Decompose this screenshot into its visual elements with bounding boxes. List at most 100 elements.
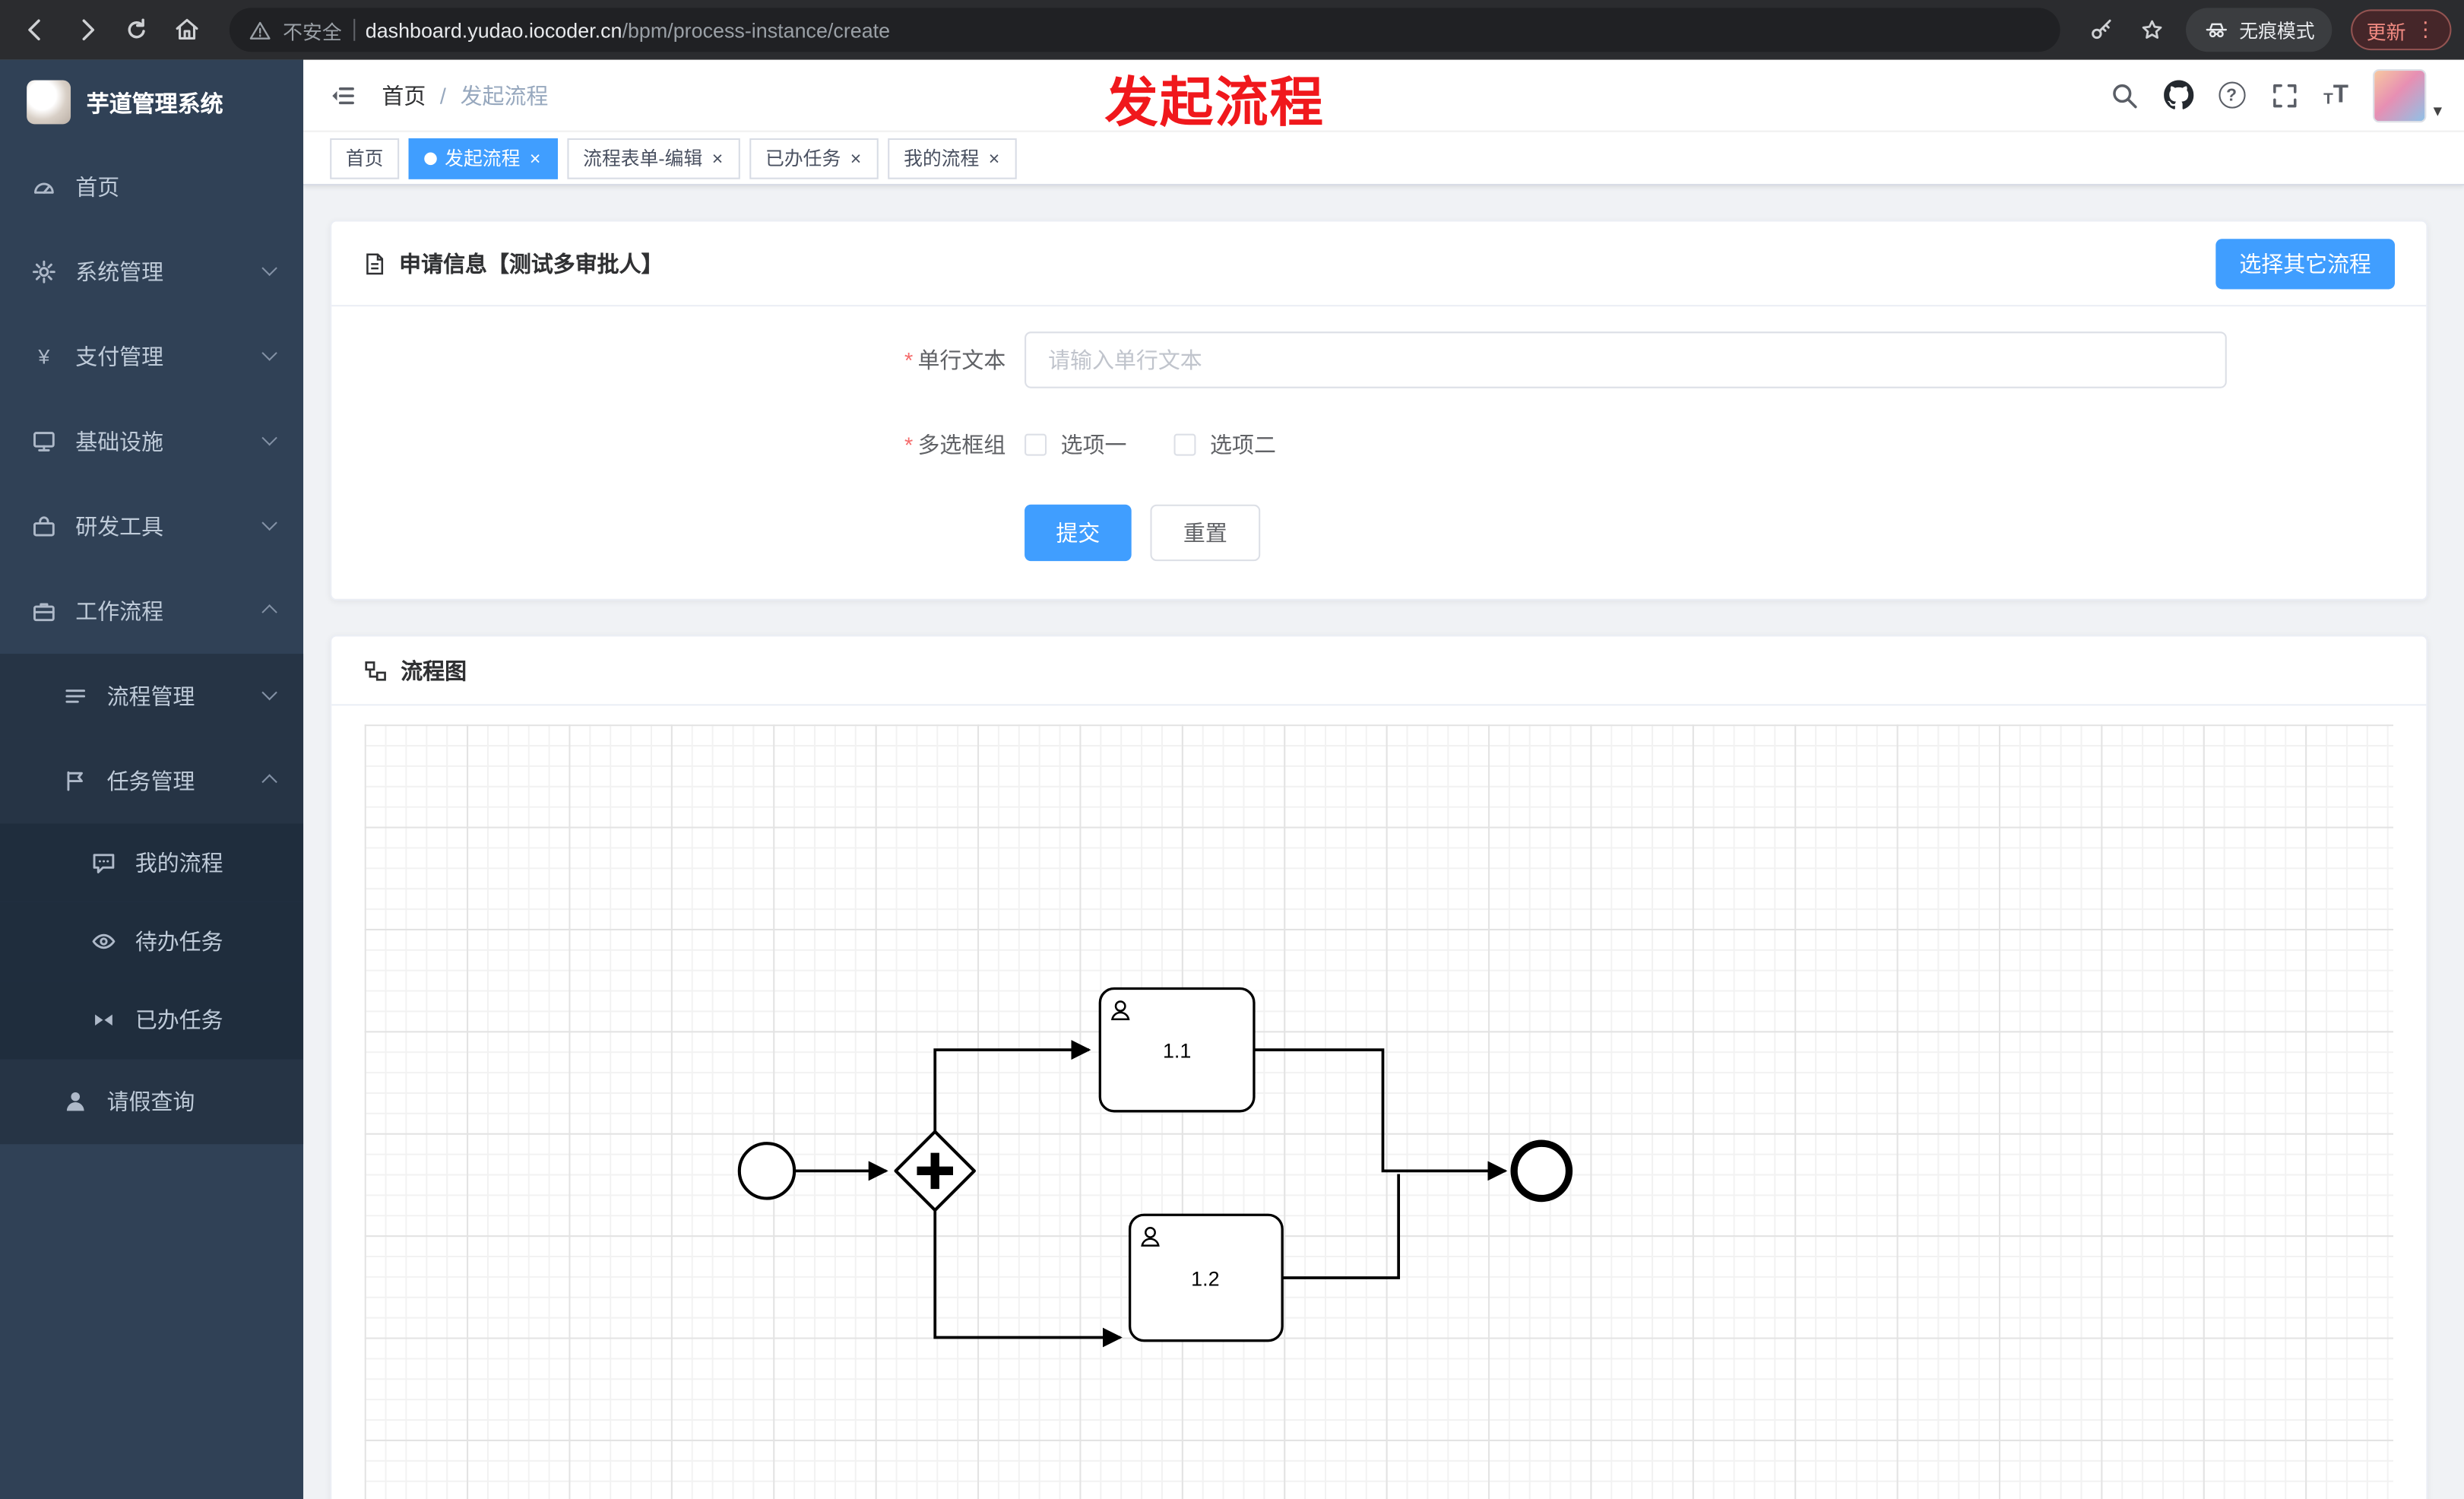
address-bar[interactable]: 不安全 dashboard.yudao.iocoder.cn/bpm/proce… [229, 8, 2060, 52]
diagram-card: 流程图 [330, 635, 2428, 1499]
reset-button[interactable]: 重置 [1150, 504, 1261, 562]
main-content: 申请信息【测试多审批人】 选择其它流程 *单行文本 *多选框组 选项一 选项二 … [303, 185, 2464, 1499]
user-menu[interactable]: ▾ [2374, 68, 2442, 122]
form-card-title: 申请信息【测试多审批人】 [399, 250, 664, 276]
browser-back-button[interactable] [13, 6, 60, 53]
submit-button[interactable]: 提交 [1025, 504, 1132, 562]
chevron-down-icon [261, 429, 277, 445]
browser-reload-button[interactable] [113, 6, 160, 53]
breadcrumb-separator: / [439, 82, 446, 108]
user-icon [66, 1092, 84, 1111]
passkey-button[interactable] [2079, 6, 2126, 53]
chat-bubble-icon [93, 854, 115, 873]
key-icon [2092, 18, 2112, 39]
bpmn-flow [933, 1210, 1123, 1348]
forward-arrow-icon [82, 19, 95, 41]
tags-bar: 首页 发起流程 × 流程表单-编辑 × 已办任务 × 我的流程 × [303, 132, 2464, 185]
incognito-icon [2206, 22, 2227, 37]
sidebar-item-label: 系统管理 [75, 259, 164, 285]
tab-home[interactable]: 首页 [330, 137, 400, 179]
eye-icon [92, 933, 116, 949]
flowchart-icon [365, 661, 386, 680]
sidebar-item-process-mgmt[interactable]: 流程管理 [0, 654, 304, 739]
close-icon[interactable]: × [711, 147, 724, 170]
tab-done-tasks[interactable]: 已办任务 × [749, 137, 879, 179]
sidebar-item-system[interactable]: 系统管理 [0, 230, 303, 315]
logo[interactable]: 芋道管理系统 [0, 60, 303, 145]
security-label: 不安全 [283, 21, 342, 43]
sidebar-item-workflow[interactable]: 工作流程 [0, 569, 303, 654]
single-line-text-input[interactable] [1025, 331, 2227, 388]
chevron-up-icon [261, 773, 277, 789]
sidebar-item-my-process[interactable]: 我的流程 [0, 823, 304, 902]
sidebar-item-todo-tasks[interactable]: 待办任务 [0, 902, 304, 981]
logo-avatar [27, 80, 71, 125]
dashboard-icon [34, 182, 54, 194]
bpmn-canvas[interactable]: 1.1 1.2 [364, 724, 2393, 1499]
checkbox-option-2[interactable]: 选项二 [1173, 429, 1276, 460]
form-card-header: 申请信息【测试多审批人】 选择其它流程 [331, 222, 2427, 307]
bookmark-button[interactable] [2130, 6, 2177, 53]
breadcrumb-current: 发起流程 [460, 82, 549, 108]
field-label-checkbox-group: *多选框组 [904, 432, 1006, 458]
close-icon[interactable]: × [529, 147, 541, 170]
yen-icon: ¥ [37, 346, 49, 369]
tab-label: 我的流程 [904, 147, 980, 170]
sidebar-collapse-button[interactable] [303, 81, 382, 109]
checkbox-option-1[interactable]: 选项一 [1025, 429, 1126, 460]
close-icon[interactable]: × [850, 147, 862, 170]
svg-text:¥: ¥ [37, 346, 49, 369]
github-icon [2163, 80, 2193, 109]
sidebar-item-payment[interactable]: ¥ 支付管理 [0, 315, 303, 400]
sidebar-item-infra[interactable]: 基础设施 [0, 399, 303, 484]
breadcrumb-home[interactable]: 首页 [382, 82, 426, 108]
close-icon[interactable]: × [988, 147, 1000, 170]
omnibox-divider [353, 18, 355, 41]
tab-my-process[interactable]: 我的流程 × [888, 137, 1017, 179]
update-label: 更新 [2366, 21, 2406, 43]
document-icon [366, 252, 384, 274]
diagram-card-title: 流程图 [401, 658, 467, 683]
bpmn-end-event[interactable] [1510, 1139, 1573, 1203]
sidebar-item-task-mgmt[interactable]: 任务管理 [0, 738, 304, 824]
incognito-badge: 无痕模式 [2185, 8, 2333, 52]
required-asterisk: * [904, 347, 914, 373]
sidebar-item-done-tasks[interactable]: 已办任务 [0, 981, 304, 1060]
caret-down-icon: ▾ [2433, 101, 2443, 121]
sidebar-item-label: 研发工具 [75, 514, 164, 540]
user-task-icon [1110, 1000, 1130, 1021]
tab-form-edit[interactable]: 流程表单-编辑 × [567, 137, 740, 179]
reload-icon [128, 18, 145, 39]
help-button[interactable]: ? [2218, 81, 2245, 109]
browser-update-button[interactable]: 更新 ⋮ [2351, 9, 2452, 51]
sidebar-item-home[interactable]: 首页 [0, 144, 303, 230]
bpmn-parallel-gateway[interactable] [894, 1130, 976, 1212]
sidebar-item-devtools[interactable]: 研发工具 [0, 484, 303, 569]
star-icon [2143, 19, 2163, 38]
bpmn-task-label: 1.2 [1191, 1267, 1219, 1290]
bpmn-start-event[interactable] [737, 1142, 797, 1200]
font-size-small: T [2323, 90, 2333, 108]
browser-forward-button[interactable] [63, 6, 110, 53]
github-button[interactable] [2163, 80, 2193, 109]
fullscreen-button[interactable] [2270, 81, 2298, 109]
tab-create-process[interactable]: 发起流程 × [408, 137, 559, 179]
select-other-process-button[interactable]: 选择其它流程 [2215, 238, 2396, 289]
bpmn-task-label: 1.1 [1163, 1039, 1191, 1062]
sidebar-item-leave-query[interactable]: 请假查询 [0, 1059, 304, 1145]
browser-home-button[interactable] [163, 6, 211, 53]
bpmn-task-1[interactable]: 1.1 [1098, 987, 1256, 1113]
browser-menu-icon[interactable]: ⋮ [2415, 17, 2436, 41]
incognito-label: 无痕模式 [2239, 19, 2315, 42]
search-button[interactable] [2110, 81, 2138, 109]
chevron-up-icon [261, 604, 277, 620]
bpmn-task-2[interactable]: 1.2 [1128, 1213, 1284, 1342]
list-icon [65, 689, 86, 703]
required-asterisk: * [904, 432, 914, 458]
sidebar-item-label: 待办任务 [135, 928, 223, 955]
sidebar-item-label: 请假查询 [106, 1089, 195, 1114]
chevron-down-icon [261, 259, 277, 276]
